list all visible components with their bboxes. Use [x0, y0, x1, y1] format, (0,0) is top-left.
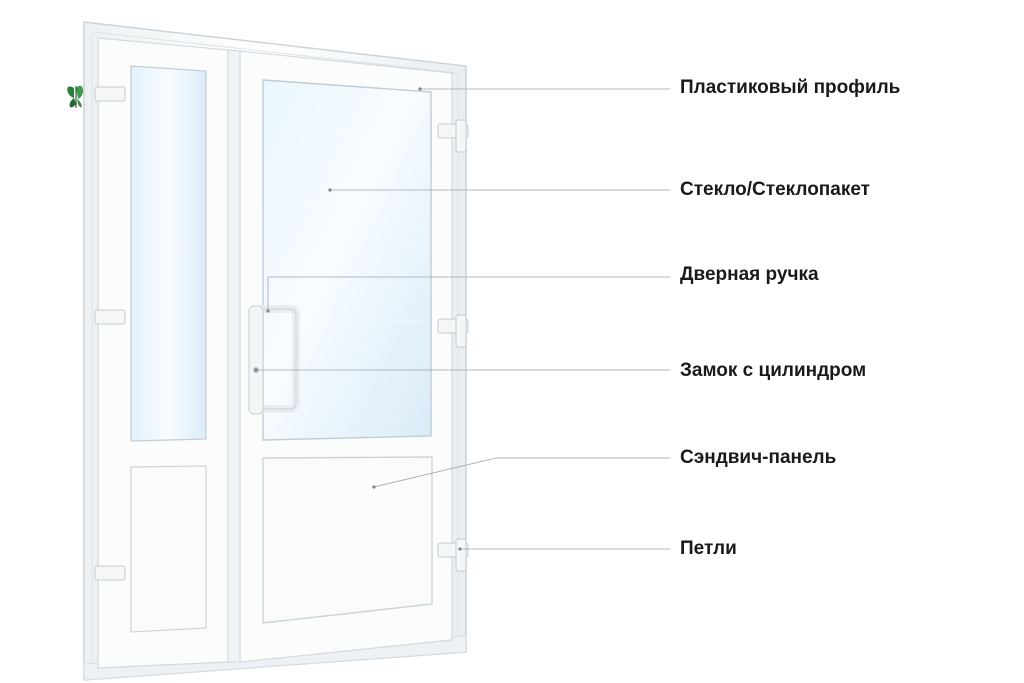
- door-handle: [248, 305, 300, 415]
- butterfly-icon: [67, 85, 84, 108]
- leader-line-panel: [373, 457, 497, 488]
- main-sandwich-panel: [262, 456, 433, 624]
- hinges-left: [94, 86, 126, 581]
- left-sash: [97, 37, 229, 669]
- left-sandwich-panel: [130, 465, 207, 633]
- main-glass-pane: [262, 79, 432, 441]
- hinges-right: [437, 119, 469, 572]
- leader-dots: [254, 87, 462, 551]
- right-sash: [239, 50, 453, 663]
- left-glass-pane: [130, 65, 207, 442]
- leader-lines: [256, 88, 670, 550]
- central-mullion: [227, 49, 241, 663]
